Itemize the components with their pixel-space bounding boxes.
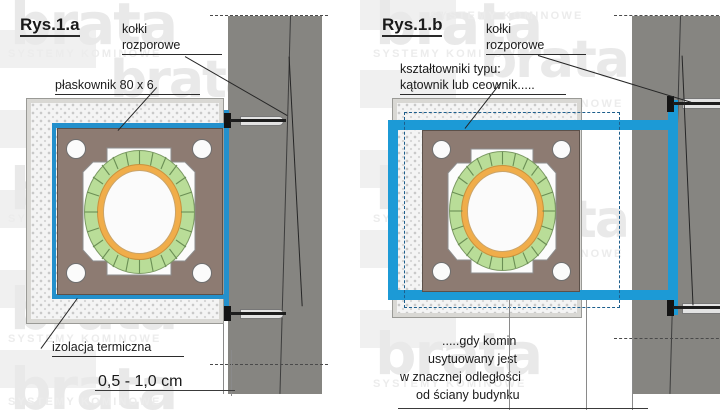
anchor-shaft-b-bottom xyxy=(673,306,720,309)
dim-extension-right-b xyxy=(632,338,633,410)
wool-segment-ticks-b xyxy=(450,152,555,270)
corner-duct-b xyxy=(552,140,571,159)
label-anchors-line2-b: rozporowe xyxy=(486,38,586,56)
dim-line-a xyxy=(95,390,235,392)
steel-profile-top-b xyxy=(388,120,678,130)
anchor-head-a-top xyxy=(224,113,231,128)
label-flat-bar-a: płaskownik 80 x 6 xyxy=(55,78,200,96)
figure-title-b: Rys.1.b xyxy=(382,16,443,37)
dim-extension-left-b xyxy=(509,300,510,410)
figure-title-a: Rys.1.a xyxy=(20,16,80,37)
dim-extension-right-a xyxy=(231,350,232,396)
label-anchors-line1-a: kołki xyxy=(122,22,148,36)
corner-duct-a xyxy=(192,139,212,159)
figure-panel-a: Rys.1.a kołki rozporowe płaskownik 80 x … xyxy=(20,15,328,396)
label-anchors-line1-b: kołki xyxy=(486,22,512,36)
corner-duct-b xyxy=(552,262,571,281)
panel-divider xyxy=(359,0,360,416)
note-line2-b: usytuowany jest xyxy=(428,352,517,366)
note-line4-b: od ściany budynku xyxy=(416,388,520,402)
flat-bar-wall-side-a xyxy=(224,110,229,316)
anchor-shaft-b-top xyxy=(673,102,720,105)
anchor-head-a-bottom xyxy=(224,306,231,321)
wall-bottom-dashed-a xyxy=(210,364,328,365)
anchor-shaft-a-bottom xyxy=(230,312,286,315)
anchor-shaft-a-top xyxy=(230,119,286,122)
anchor-head-b-bottom xyxy=(667,300,674,316)
wall-bottom-dashed-b xyxy=(614,338,720,339)
flat-bar-bottom-a xyxy=(52,294,228,299)
note-line3-b: w znacznej odległości xyxy=(400,370,521,384)
steel-profile-left-b xyxy=(388,120,398,300)
dim-extension-mid-b xyxy=(586,300,587,410)
label-insulation-a: izolacja termiczna xyxy=(52,340,184,358)
flat-bar-left-a xyxy=(52,123,56,299)
figure-panel-b: Rys.1.b kołki rozporowe kształtowniki ty… xyxy=(360,0,720,416)
flue-bore-a xyxy=(103,170,176,254)
steel-profile-hidden-outline-b xyxy=(404,112,620,308)
steel-profile-bottom-b xyxy=(388,290,678,300)
corner-duct-a xyxy=(192,263,212,283)
wool-segment-ticks-a xyxy=(85,151,194,273)
flat-bar-top-a xyxy=(52,123,228,128)
label-profiles-line1-b: kształtowniki typu: xyxy=(400,62,501,76)
dim-line-b xyxy=(398,408,648,410)
wall-top-dashed-a xyxy=(210,15,328,16)
building-wall-a xyxy=(228,16,322,394)
wall-top-dashed-b xyxy=(614,15,720,16)
flue-bore-b xyxy=(467,171,538,252)
label-profiles-line2-b: kątownik lub ceownik..... xyxy=(400,78,566,96)
label-anchors-line2-a: rozporowe xyxy=(122,38,222,56)
dimension-value-a: 0,5 - 1,0 cm xyxy=(98,373,183,390)
note-line1-b: .....gdy komin xyxy=(442,334,517,348)
anchor-head-b-top xyxy=(667,96,674,112)
dim-extension-left-a xyxy=(223,324,224,394)
steel-profile-wall-side-b xyxy=(668,100,678,315)
